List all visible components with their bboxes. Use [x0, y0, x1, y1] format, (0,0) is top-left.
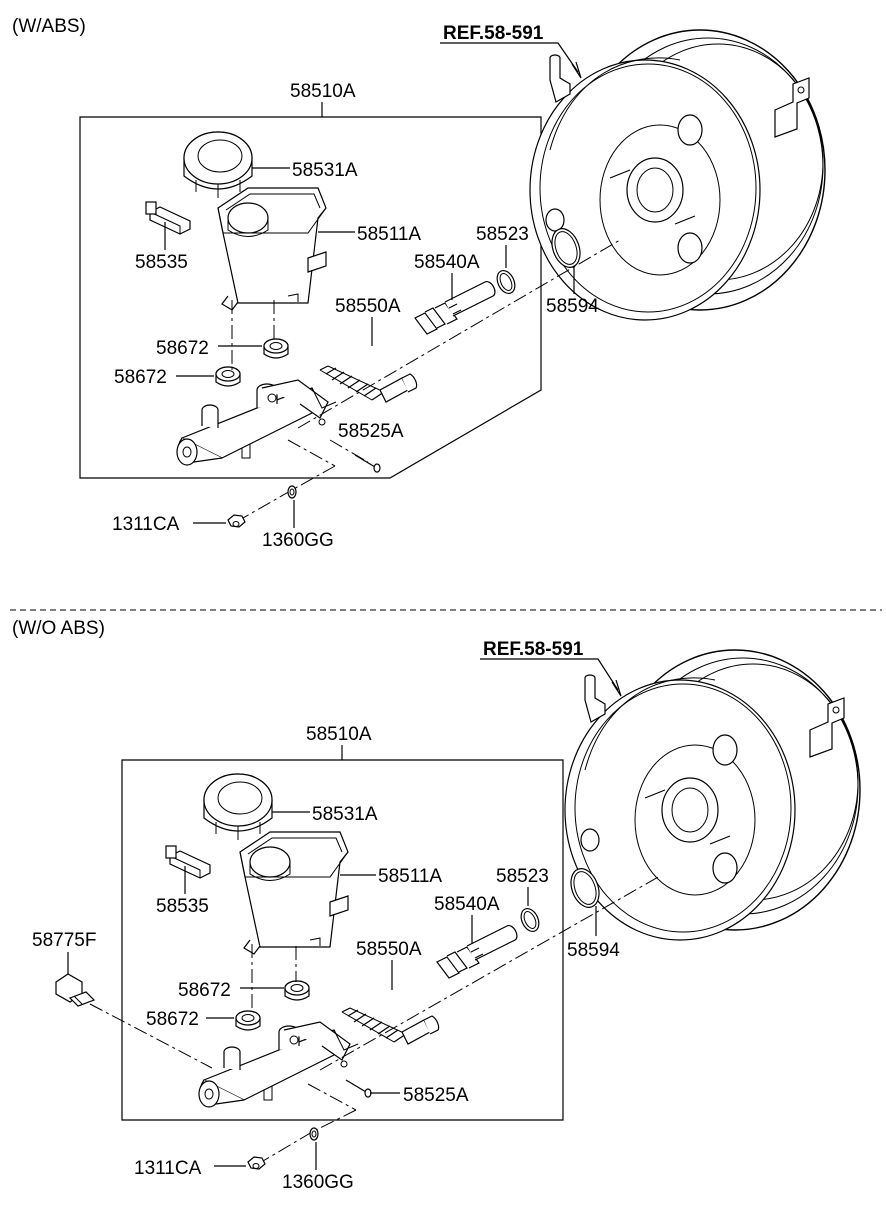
- label-58540a: 58540A: [434, 894, 500, 915]
- label-58540a: 58540A: [414, 252, 480, 273]
- section-without-abs: (W/O ABS) REF.58-591 58510A 58531A 58535…: [12, 618, 861, 1193]
- master-cylinder-body: [198, 1021, 359, 1108]
- master-cylinder-body: [176, 379, 337, 466]
- label-58550a: 58550A: [335, 296, 401, 317]
- grommet-lower: [235, 1010, 261, 1031]
- label-58531a: 58531A: [312, 804, 378, 825]
- label-58523: 58523: [476, 224, 529, 245]
- label-1360gg: 1360GG: [262, 530, 334, 551]
- brake-booster: [564, 649, 861, 941]
- reservoir: [239, 831, 349, 955]
- nut: [227, 514, 246, 528]
- label-58531a: 58531A: [292, 160, 358, 181]
- assembly-box: [121, 759, 564, 1121]
- label-58523: 58523: [496, 866, 549, 887]
- label-58535: 58535: [156, 896, 209, 917]
- nut: [247, 1156, 266, 1170]
- label-58672-upper: 58672: [178, 980, 231, 1001]
- grommet-upper: [263, 338, 289, 359]
- label-58525a: 58525A: [338, 421, 404, 442]
- grommet-upper: [284, 980, 310, 1001]
- label-58510a: 58510A: [306, 724, 372, 745]
- ref-label: REF.58-591: [483, 639, 584, 660]
- level-sensor: [165, 845, 211, 879]
- bolt: [354, 454, 381, 473]
- section-title: (W/ABS): [12, 16, 86, 37]
- reservoir-cap: [183, 131, 253, 199]
- primary-piston: [414, 280, 496, 335]
- label-58511a: 58511A: [378, 866, 442, 887]
- label-1360gg: 1360GG: [282, 1172, 354, 1193]
- reservoir: [217, 187, 327, 311]
- section-title: (W/O ABS): [12, 618, 105, 639]
- section-with-abs: (W/ABS) REF.58-591 58510A 58531A 58535 5…: [12, 16, 826, 551]
- proportioning-valve: [55, 973, 96, 1007]
- ref-label: REF.58-591: [443, 23, 544, 44]
- bolt: [345, 1079, 372, 1098]
- seal-ring: [493, 267, 519, 297]
- label-1311ca: 1311CA: [134, 1158, 202, 1179]
- label-58775f: 58775F: [32, 930, 96, 951]
- label-58525a: 58525A: [403, 1085, 469, 1106]
- label-58672-lower: 58672: [146, 1009, 199, 1030]
- label-58672-lower: 58672: [114, 367, 167, 388]
- label-58594: 58594: [546, 296, 599, 317]
- label-58594: 58594: [567, 940, 620, 961]
- assembly-box: [79, 116, 542, 479]
- primary-piston: [436, 924, 518, 979]
- reservoir-cap: [203, 773, 273, 841]
- grommet-lower: [215, 366, 241, 387]
- seal-ring: [517, 905, 543, 935]
- label-58535: 58535: [135, 252, 188, 273]
- label-58550a: 58550A: [356, 939, 422, 960]
- secondary-piston: [319, 365, 418, 403]
- label-58511a: 58511A: [357, 224, 421, 245]
- secondary-piston: [341, 1007, 440, 1045]
- label-58672-upper: 58672: [156, 338, 209, 359]
- washer: [287, 485, 297, 499]
- label-1311ca: 1311CA: [112, 514, 180, 535]
- label-58510a: 58510A: [290, 81, 356, 102]
- washer: [309, 1127, 319, 1141]
- level-sensor: [145, 201, 191, 235]
